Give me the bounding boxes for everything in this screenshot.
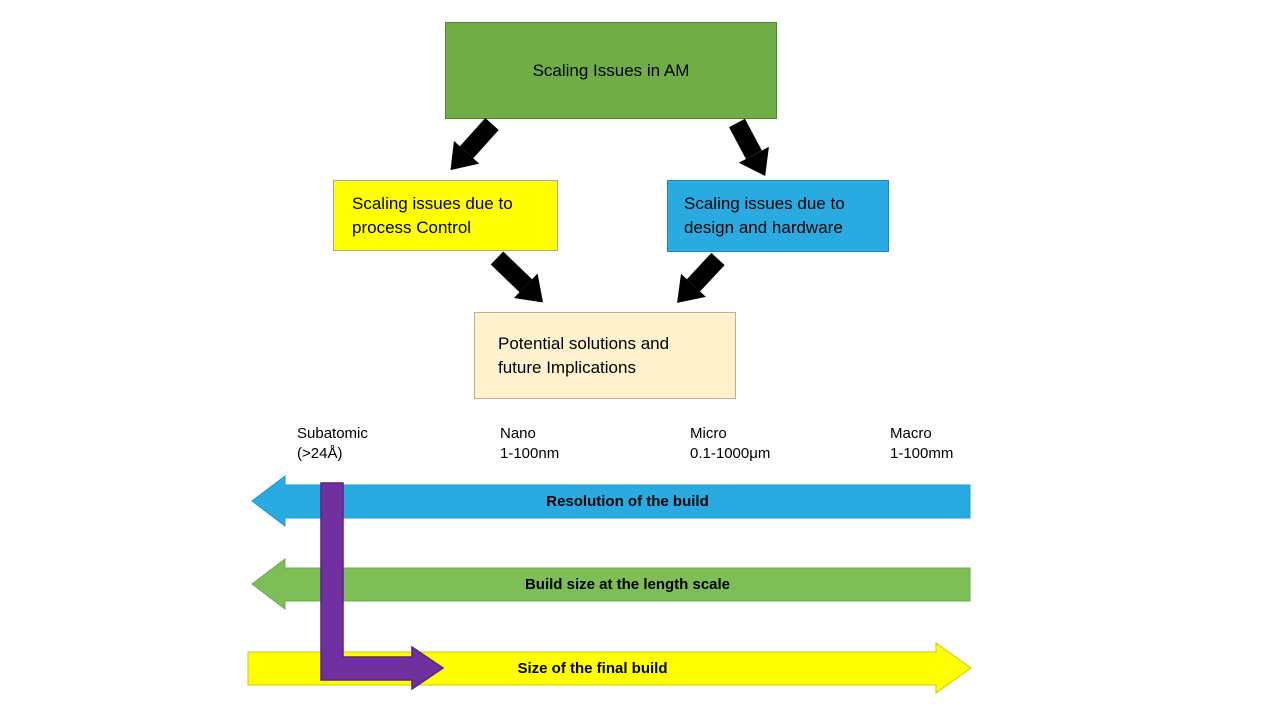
resolution-arrow-shape: [251, 474, 971, 528]
box-design-hardware: Scaling issues due to design and hardwar…: [667, 180, 889, 252]
box-potential-solutions-line2: future Implications: [498, 357, 636, 377]
resolution-arrow-label: Resolution of the build: [546, 493, 709, 510]
scale-label-macro: Macro 1-100mm: [890, 424, 953, 464]
box-scaling-issues: Scaling Issues in AM: [445, 22, 777, 119]
box-potential-solutions: Potential solutions and future Implicati…: [474, 312, 736, 399]
box-scaling-issues-label: Scaling Issues in AM: [532, 60, 690, 80]
box-process-control: Scaling issues due to process Control: [333, 180, 558, 251]
scale-range: 1-100nm: [500, 445, 560, 462]
box-process-control-line1: Scaling issues due to: [352, 193, 513, 213]
scale-range: 1-100mm: [890, 445, 954, 462]
box-design-hardware-line1: Scaling issues due to: [684, 194, 845, 213]
scale-label-subatomic: Subatomic (>24Å): [297, 424, 368, 464]
scale-crossing-arrow: [320, 482, 445, 691]
build-size-arrow-label: Build size at the length scale: [524, 576, 731, 593]
box-potential-solutions-line1: Potential solutions and: [498, 333, 670, 353]
scale-label-micro: Micro 0.1-1000μm: [690, 424, 770, 464]
box-design-hardware-line2: design and hardware: [684, 218, 843, 237]
scale-name: Subatomic: [297, 425, 368, 442]
final-build-arrow-shape: [247, 642, 972, 694]
box-process-control-line2: process Control: [352, 217, 472, 237]
scale-name: Macro: [890, 425, 932, 442]
build-size-arrow-shape: [251, 557, 971, 611]
scale-name: Nano: [500, 425, 536, 442]
scale-label-nano: Nano 1-100nm: [500, 424, 559, 464]
final-build-arrow-label: Size of the final build: [517, 660, 668, 677]
scale-range: 0.1-1000μm: [690, 445, 771, 462]
scale-range: (>24Å): [297, 445, 343, 462]
scale-name: Micro: [690, 425, 727, 442]
